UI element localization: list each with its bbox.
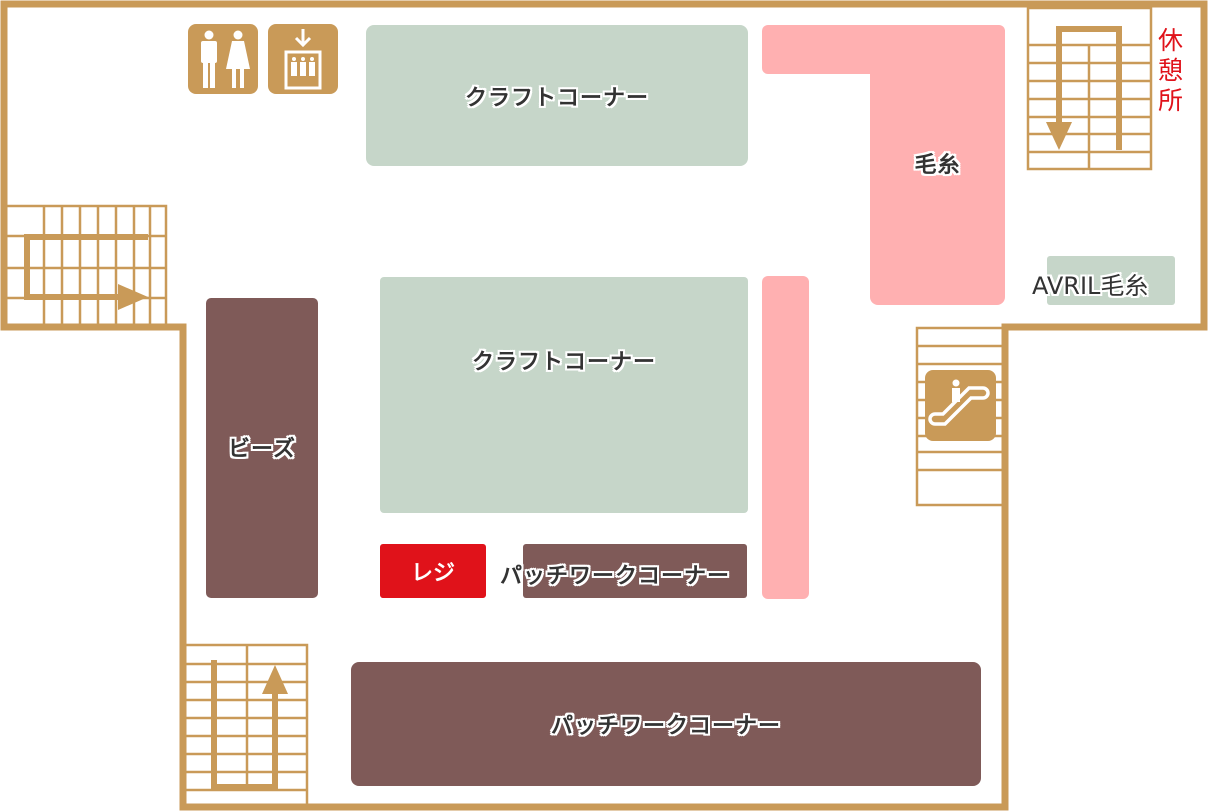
- avril-yarn-area[interactable]: [1047, 256, 1175, 305]
- patchwork-corner-large[interactable]: パッチワークコーナー: [351, 662, 981, 786]
- stairs-arrow-bottom-left: [211, 660, 278, 790]
- restroom-icon: [188, 24, 258, 94]
- patchwork-corner-small[interactable]: [523, 544, 747, 598]
- stairs-arrow-left: [24, 234, 148, 300]
- stairs-bottom-left: [181, 643, 309, 809]
- craft-corner-middle-label: クラフトコーナー: [471, 350, 656, 375]
- stairs-arrow-top-right: [1056, 26, 1122, 150]
- rest-area-label: 休憩所: [1158, 26, 1184, 115]
- patchwork-corner-large-label: パッチワークコーナー: [550, 714, 781, 739]
- escalator-icon: [925, 370, 996, 441]
- craft-corner-top[interactable]: クラフトコーナー: [366, 25, 748, 166]
- craft-corner-middle[interactable]: クラフトコーナー: [380, 277, 748, 513]
- beads-area[interactable]: ビーズ: [206, 298, 318, 598]
- register-label: レジ: [410, 561, 455, 586]
- elevator-icon: [268, 24, 338, 94]
- yarn-label: 毛糸: [914, 153, 961, 178]
- arrow-head-icon: [118, 284, 148, 310]
- register[interactable]: レジ: [380, 544, 486, 598]
- beads-label: ビーズ: [228, 437, 296, 462]
- yarn-shelf[interactable]: [762, 276, 809, 599]
- yarn-area[interactable]: 毛糸: [870, 25, 1005, 305]
- avril-yarn-label: AVRIL毛糸: [1032, 272, 1149, 300]
- stairs-top-right: [1026, 6, 1153, 171]
- arrow-head-icon: [262, 665, 288, 694]
- patchwork-corner-small-label: パッチワークコーナー: [500, 564, 731, 589]
- arrow-head-icon: [1046, 122, 1072, 150]
- craft-corner-top-label: クラフトコーナー: [464, 85, 649, 111]
